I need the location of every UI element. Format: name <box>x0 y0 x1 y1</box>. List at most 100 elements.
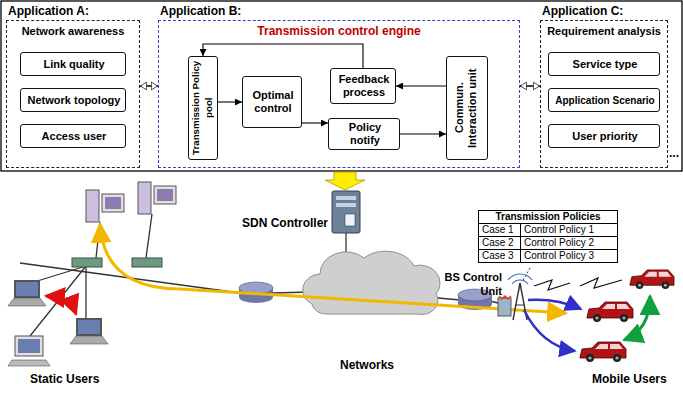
wire <box>20 214 498 336</box>
user-link-arrow <box>528 300 581 309</box>
switch <box>72 258 102 267</box>
node-text: Access user <box>40 130 107 143</box>
application-group: Application C: Requirement analysisServic… <box>540 4 668 168</box>
switch <box>72 258 162 267</box>
node-subtext: Case 1 <box>479 223 521 236</box>
label-slot: Networks <box>340 358 394 372</box>
radio-link <box>580 278 622 288</box>
vertical-box: Commun. Interaction unit <box>446 56 488 160</box>
connector <box>218 101 242 102</box>
connector <box>396 85 446 86</box>
desktop-computer <box>18 339 40 353</box>
base-station <box>508 274 532 284</box>
process-box: Application Scenario <box>548 88 660 112</box>
node-text: Transmission Policy pool <box>189 60 217 156</box>
text-label: ... <box>669 146 679 160</box>
wire <box>34 266 86 282</box>
application-group: Application B:Transmission control engin… <box>158 4 520 168</box>
desktop-computer <box>105 197 121 209</box>
base-station <box>513 283 520 320</box>
label-slot: SDN Controller <box>236 216 328 230</box>
process-box: Feedback process <box>330 68 396 104</box>
process-box: Link quality <box>20 52 126 76</box>
process-box: Network topology <box>20 88 126 112</box>
node-subtext: Case 2 <box>479 236 521 249</box>
switch <box>132 258 162 267</box>
laptop <box>16 282 38 296</box>
car-icon <box>630 270 674 289</box>
connector <box>302 122 328 123</box>
wire <box>146 214 152 258</box>
connector <box>140 85 158 87</box>
node-text: Policy notify <box>333 121 395 147</box>
desktop-computer <box>8 182 176 366</box>
sdn-server <box>336 203 356 207</box>
process-box: User priority <box>548 124 660 148</box>
car-icon <box>580 342 626 362</box>
user-link-arrow <box>624 296 650 340</box>
sdn-server <box>345 214 355 226</box>
user-link-arrow <box>46 296 76 314</box>
node-subtext: Control Policy 1 <box>521 223 617 236</box>
node-text: Application Scenario <box>553 94 654 107</box>
node-text: Service type <box>571 58 638 71</box>
radio-link <box>534 280 570 290</box>
wire <box>85 266 86 320</box>
node-subtext: Control Policy 2 <box>521 236 617 249</box>
node-text: Application C: <box>540 4 668 19</box>
base-station <box>515 305 525 306</box>
node-text: Optimal control <box>247 89 297 115</box>
node-subtext: Case 3 <box>479 249 521 262</box>
laptop <box>70 336 108 344</box>
process-box: Policy notify <box>328 118 400 150</box>
node-text: Network topology <box>26 94 121 107</box>
text-label: SDN Controller <box>236 216 328 230</box>
label-slot: Static Users <box>30 372 99 386</box>
sdn-server <box>332 191 360 233</box>
node-subtext: Transmission control engine <box>158 24 520 38</box>
desktop-computer <box>8 360 50 366</box>
top-panel <box>1 1 682 171</box>
node-subtext: Requirement analysis <box>540 24 668 38</box>
leader-line <box>522 268 530 282</box>
connector <box>520 85 540 87</box>
laptop <box>8 280 108 344</box>
node-text: Feedback process <box>335 73 391 99</box>
node-text: Commun. Interaction unit <box>453 60 481 156</box>
node-text: Link quality <box>41 58 104 71</box>
laptop <box>78 320 100 334</box>
node-subtext: Network awareness <box>6 24 140 38</box>
car-icon <box>580 270 674 362</box>
node-subtext: Control Policy 3 <box>521 249 617 262</box>
vertical-box: Transmission Policy pool <box>188 56 218 160</box>
user-link-arrow <box>524 310 575 351</box>
laptop <box>14 280 40 298</box>
application-group: Application A: Network awarenessLink qual… <box>6 4 140 168</box>
user-link-arrow <box>100 224 566 313</box>
node-text: Application A: <box>6 4 140 19</box>
text-label: Networks <box>340 358 394 372</box>
label-slot: ... <box>669 146 679 160</box>
label-slot: Mobile Users <box>592 372 667 386</box>
desktop-computer <box>138 182 151 214</box>
process-box: Service type <box>548 52 660 76</box>
desktop-computer <box>15 336 43 356</box>
policy-table: Transmission PoliciesCase 1Control Polic… <box>478 210 618 263</box>
sdn-server <box>336 196 356 200</box>
connector <box>203 44 363 68</box>
desktop-computer <box>86 190 99 222</box>
sdn-server <box>332 191 360 233</box>
desktop-computer <box>102 194 124 212</box>
desktop-computer <box>154 186 176 204</box>
car-icon <box>587 302 633 322</box>
connector <box>400 133 446 134</box>
text-label: BS Control Unit <box>434 270 502 298</box>
node-text: Transmission Policies <box>479 211 617 223</box>
laptop <box>76 318 102 336</box>
label-slot: BS Control Unit <box>434 270 502 298</box>
text-label: Static Users <box>30 372 99 386</box>
down-arrow <box>325 172 365 190</box>
process-box: Access user <box>20 124 126 148</box>
